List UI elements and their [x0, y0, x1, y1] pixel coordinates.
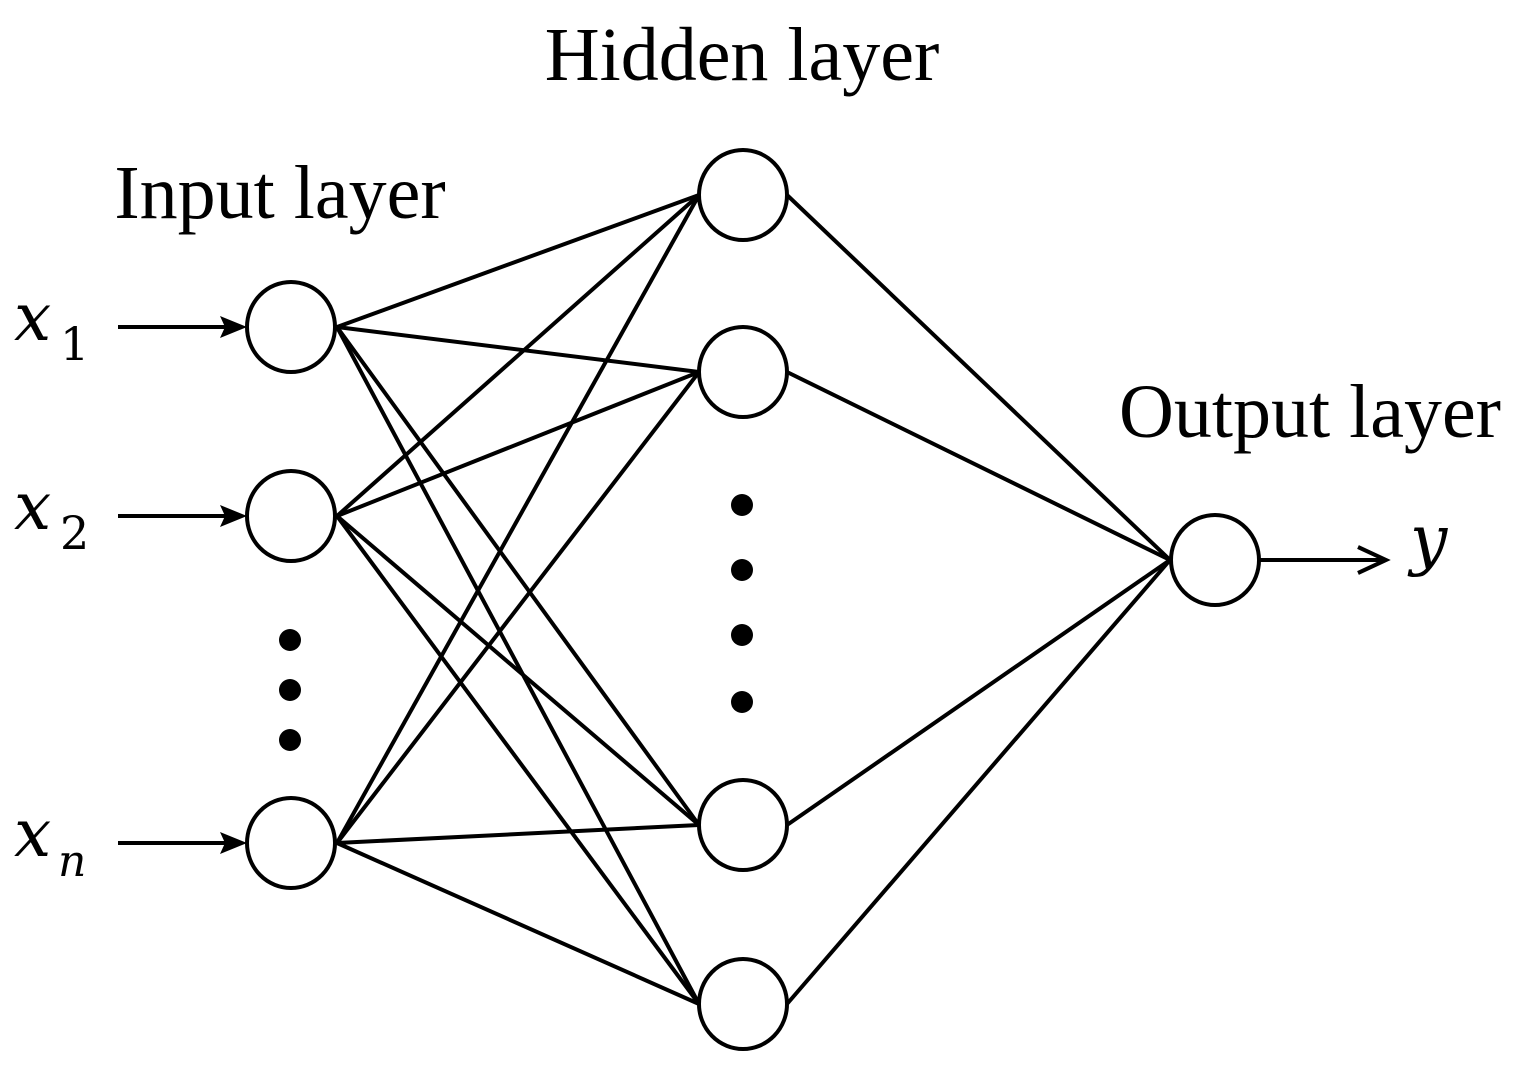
- input-hidden-connections: [335, 193, 701, 1006]
- hidden-ellipsis: [731, 494, 753, 713]
- input-label-x2: x 2: [14, 468, 89, 560]
- edge-xn-h3: [336, 823, 700, 845]
- output-layer-title: Output layer: [1119, 370, 1501, 454]
- edge-x1-h1: [336, 193, 700, 329]
- edge-h2-out: [786, 370, 1171, 562]
- ellipsis-dot: [279, 729, 301, 751]
- edge-x1-h3: [335, 325, 701, 827]
- input-subscript: 2: [60, 506, 89, 560]
- input-subscript: 1: [60, 317, 89, 371]
- output-label-y: y: [1407, 501, 1448, 578]
- edge-x1-h4: [335, 326, 701, 1005]
- input-label-xn: x n: [14, 795, 86, 887]
- input-ellipsis: [279, 629, 301, 751]
- edge-x2-h2: [336, 370, 700, 518]
- hidden-neuron-3: [697, 778, 789, 872]
- input-symbol: x: [14, 279, 51, 356]
- hidden-neuron-2: [697, 325, 789, 419]
- input-arrows: [118, 316, 247, 854]
- input-symbol: x: [14, 795, 51, 872]
- output-arrow: [1260, 545, 1391, 575]
- input-arrowhead-xn: [220, 832, 247, 854]
- ellipsis-dot: [279, 629, 301, 651]
- edge-xn-h1: [335, 194, 701, 844]
- edge-x2-h4: [335, 514, 701, 1006]
- input-arrowhead-x2: [220, 505, 247, 527]
- hidden-output-connections: [785, 193, 1172, 1006]
- ellipsis-dot: [731, 624, 753, 646]
- input-subscript: n: [58, 836, 86, 887]
- hidden-neuron-4: [697, 957, 789, 1051]
- hidden-neuron-1: [697, 148, 789, 242]
- edge-h1-out: [785, 193, 1172, 562]
- input-symbol: x: [14, 468, 51, 545]
- ellipsis-dot: [279, 679, 301, 701]
- edge-x2-h3: [335, 514, 701, 827]
- input-layer-neurons: [245, 280, 337, 890]
- edge-xn-h2: [335, 370, 701, 845]
- output-arrowhead: [1357, 545, 1391, 575]
- edge-h4-out: [785, 558, 1172, 1006]
- hidden-layer-title: Hidden layer: [545, 13, 940, 97]
- input-neuron-1: [245, 280, 337, 374]
- ellipsis-dot: [731, 691, 753, 713]
- edge-h3-out: [785, 558, 1172, 827]
- ellipsis-dot: [731, 494, 753, 516]
- edge-x2-h1: [335, 193, 701, 518]
- input-neuron-n: [245, 796, 337, 890]
- output-neuron: [1169, 513, 1261, 607]
- input-layer-title: Input layer: [114, 151, 445, 235]
- input-label-x1: x 1: [14, 279, 89, 371]
- input-arrowhead-x1: [220, 316, 247, 338]
- ellipsis-dot: [731, 559, 753, 581]
- input-neuron-2: [245, 469, 337, 563]
- hidden-layer-neurons: [697, 148, 789, 1051]
- edge-x1-h2: [336, 325, 700, 374]
- edge-xn-h4: [336, 841, 700, 1006]
